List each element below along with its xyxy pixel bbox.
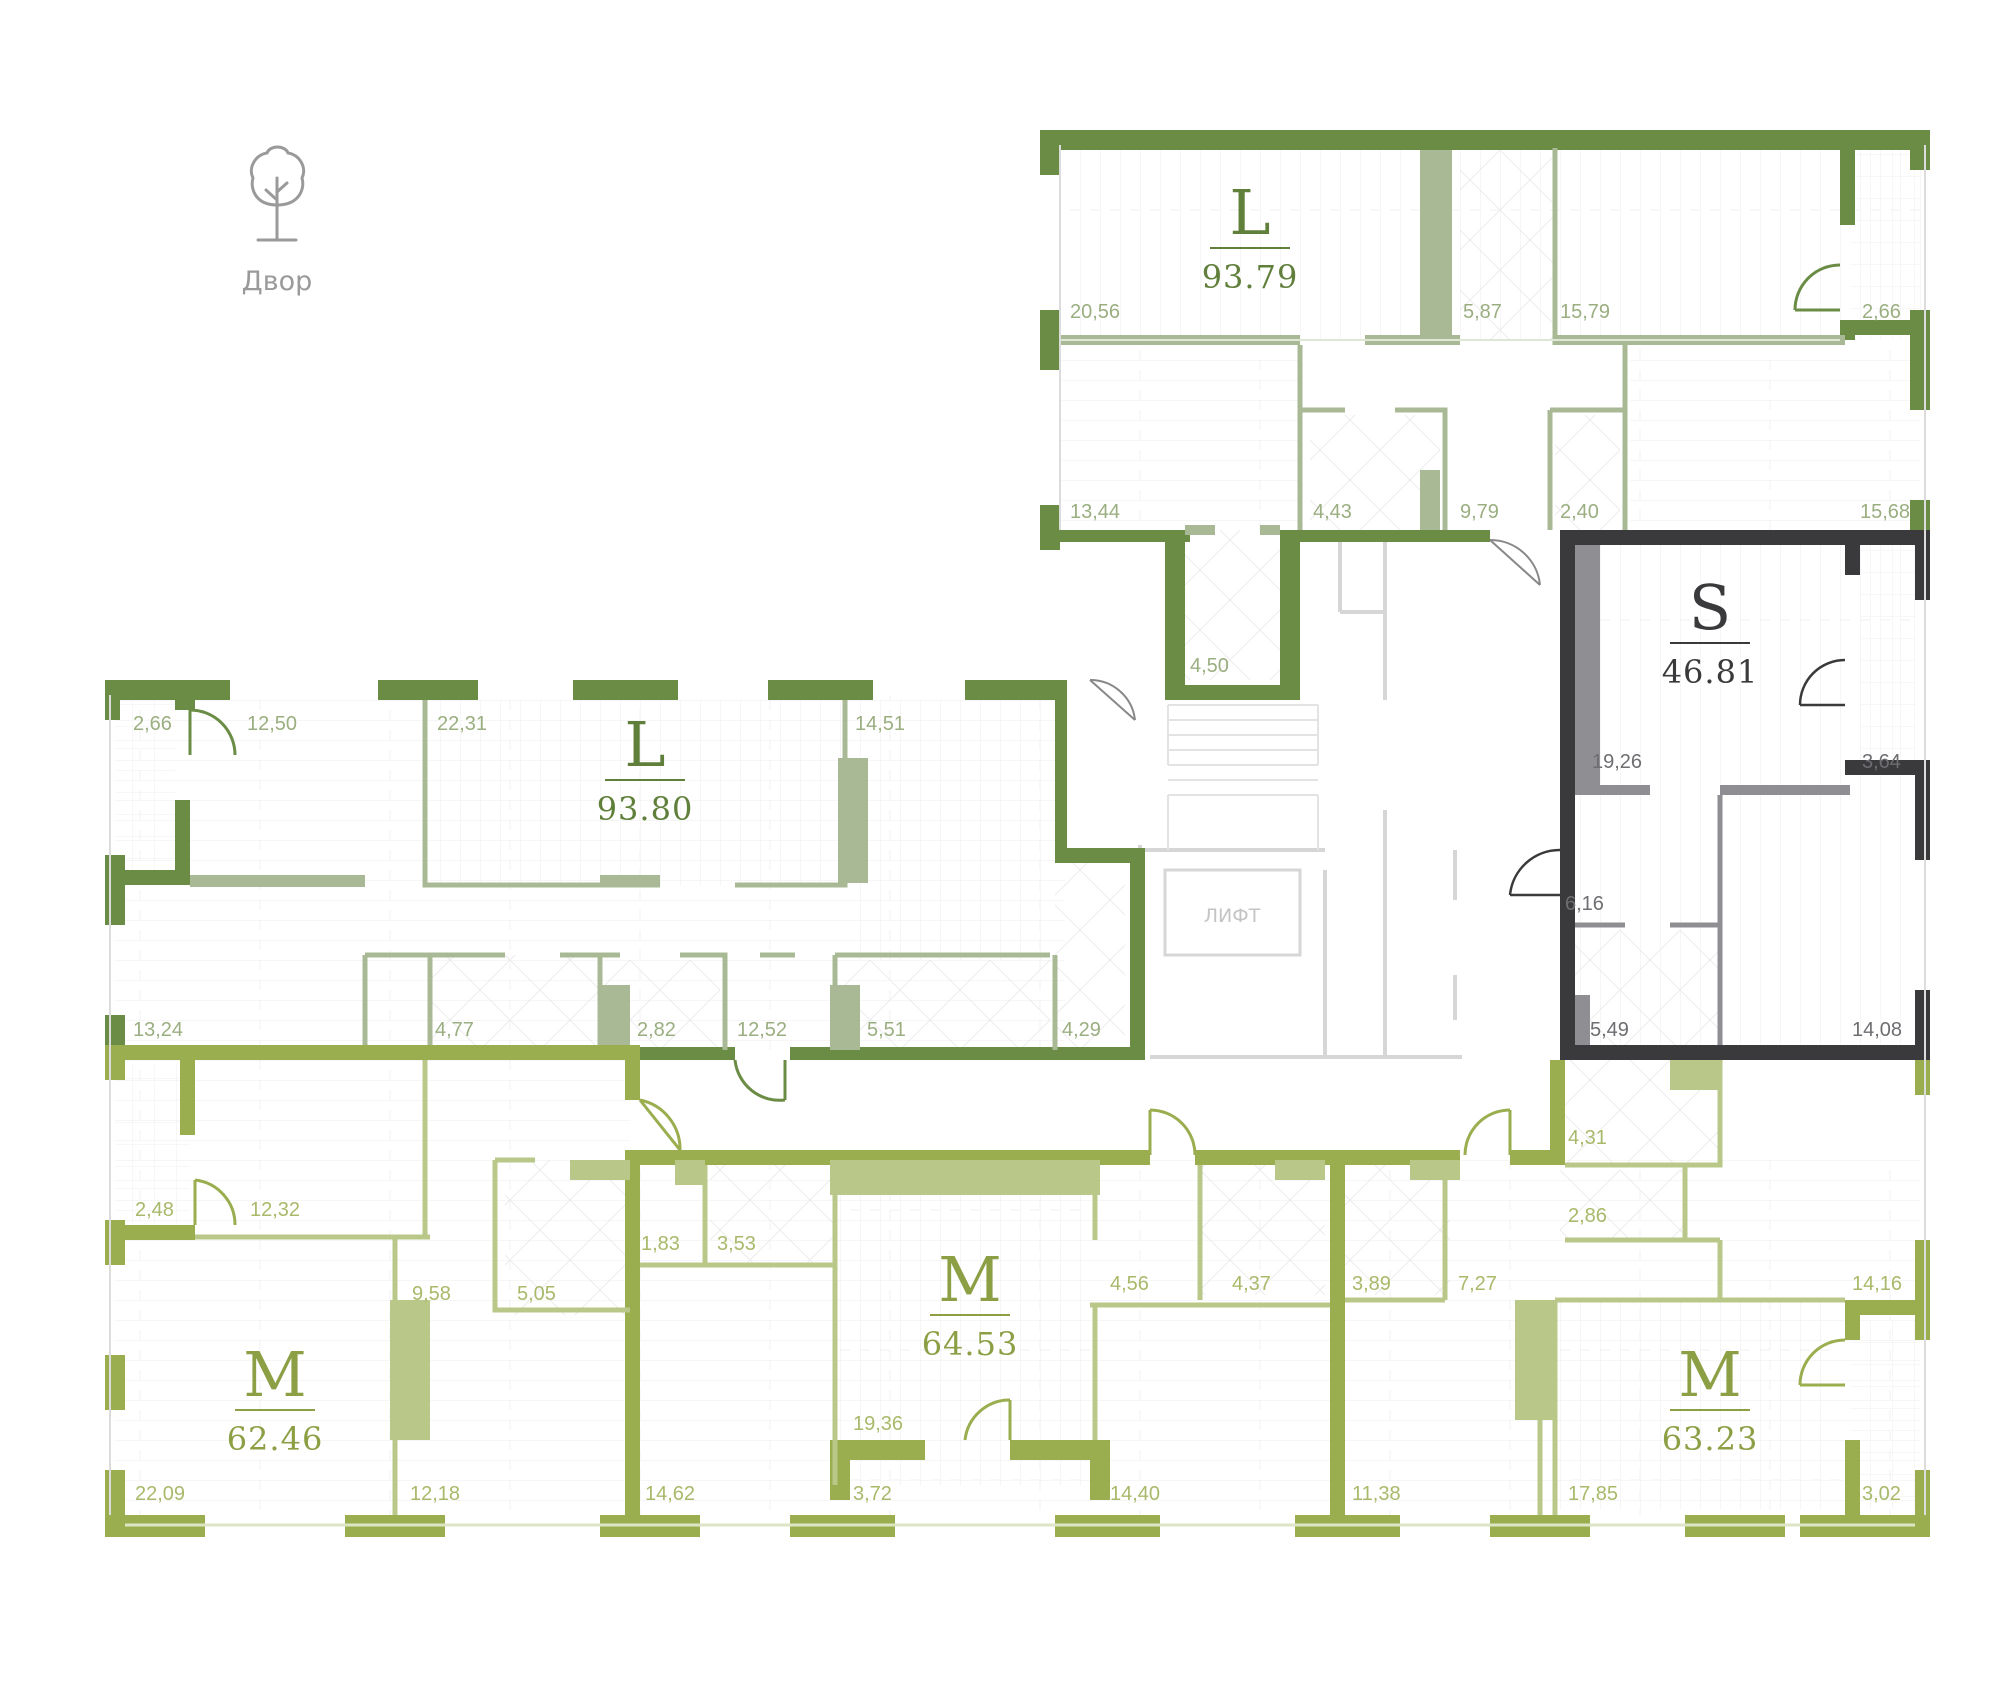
room-area-label: 3,53 (717, 1233, 756, 1255)
apartment-type: M (1678, 1338, 1741, 1411)
apartment-label-apt-m-right: M 63.23 (1662, 1338, 1759, 1458)
apartment-label-apt-top: L 93.79 (1202, 176, 1299, 296)
lift-label: ЛИФТ (1204, 905, 1261, 927)
room-area-label: 11,38 (1352, 1483, 1401, 1505)
room-area-label: 4,29 (1062, 1019, 1101, 1041)
room-area-label: 14,51 (855, 713, 905, 735)
room-area-label: 3,72 (853, 1483, 892, 1505)
room-area-label: 2,86 (1568, 1205, 1607, 1227)
room-area-label: 12,50 (247, 713, 297, 735)
apartment-l-left (105, 678, 1145, 1102)
room-area-label: 5,05 (517, 1283, 556, 1305)
yard-marker: Двор (242, 145, 313, 297)
room-area-label: 3,64 (1862, 751, 1901, 773)
room-area-label: 4,56 (1110, 1273, 1149, 1295)
room-area-label: 2,82 (637, 1019, 676, 1041)
apartment-type: M (938, 1243, 1001, 1316)
room-area-label: 6,16 (1565, 893, 1604, 915)
apartment-area: 93.80 (597, 790, 694, 828)
room-area-label: 14,62 (645, 1483, 695, 1505)
room-area-label: 20,56 (1070, 301, 1120, 323)
room-area-label: 13,24 (133, 1019, 183, 1041)
room-area-label: 4,77 (435, 1019, 474, 1041)
room-area-label: 14,16 (1852, 1273, 1902, 1295)
apartment-type: M (243, 1338, 306, 1411)
tree-icon (249, 145, 306, 242)
room-area-label: 5,51 (867, 1019, 906, 1041)
apartment-area: 63.23 (1662, 1420, 1759, 1458)
window-lines (109, 145, 1926, 1515)
room-area-label: 7,27 (1458, 1273, 1497, 1295)
room-area-label: 4,31 (1568, 1127, 1607, 1149)
apartment-label-apt-m-center: M 64.53 (922, 1243, 1019, 1363)
apartment-area: 62.46 (227, 1420, 324, 1458)
apartment-s (1508, 530, 1930, 1060)
room-area-label: 2,66 (1862, 301, 1901, 323)
lift-shaft (1163, 868, 1302, 957)
apartment-l-top (1040, 130, 1930, 700)
room-area-label: 12,52 (737, 1019, 787, 1041)
room-area-label: 22,09 (135, 1483, 185, 1505)
room-area-label: 13,44 (1070, 501, 1120, 523)
apartment-label-apt-left-top: L 93.80 (597, 708, 694, 828)
room-area-label: 4,43 (1313, 501, 1352, 523)
apartment-area: 93.79 (1202, 258, 1299, 296)
room-area-label: 12,32 (250, 1199, 300, 1221)
room-area-label: 9,58 (412, 1283, 451, 1305)
apartments-m-row (105, 1045, 1930, 1537)
room-area-label: 2,66 (133, 713, 172, 735)
yard-label: Двор (242, 266, 313, 297)
apartment-area: 64.53 (922, 1325, 1019, 1363)
room-area-label: 9,79 (1460, 501, 1499, 523)
apartment-label-apt-s: S 46.81 (1662, 571, 1759, 691)
room-area-label: 4,37 (1232, 1273, 1271, 1295)
apartment-type: L (1229, 176, 1270, 249)
room-area-label: 15,68 (1860, 501, 1910, 523)
apartment-label-apt-m-left: M 62.46 (227, 1338, 324, 1458)
room-area-label: 14,40 (1110, 1483, 1160, 1505)
room-area-label: 19,36 (853, 1413, 903, 1435)
room-area-label: 3,02 (1862, 1483, 1901, 1505)
room-area-label: 3,89 (1352, 1273, 1391, 1295)
room-area-label: 1,83 (641, 1233, 680, 1255)
room-area-label: 22,31 (437, 713, 487, 735)
room-area-label: 2,48 (135, 1199, 174, 1221)
room-area-label: 15,79 (1560, 301, 1610, 323)
room-area-label: 5,87 (1463, 301, 1502, 323)
room-labels: 20,56 5,87 15,79 2,66 13,44 4,43 9,79 2,40 15,68… (133, 301, 1910, 1505)
apartment-type: L (624, 708, 665, 781)
room-area-label: 2,40 (1560, 501, 1599, 523)
room-area-label: 4,50 (1190, 655, 1229, 677)
apartment-area: 46.81 (1662, 653, 1759, 691)
room-area-label: 17,85 (1568, 1483, 1618, 1505)
room-area-label: 19,26 (1592, 751, 1642, 773)
room-area-label: 14,08 (1852, 1019, 1902, 1041)
room-area-label: 5,49 (1590, 1019, 1629, 1041)
apartment-type: S (1689, 571, 1731, 644)
room-area-label: 12,18 (410, 1483, 460, 1505)
